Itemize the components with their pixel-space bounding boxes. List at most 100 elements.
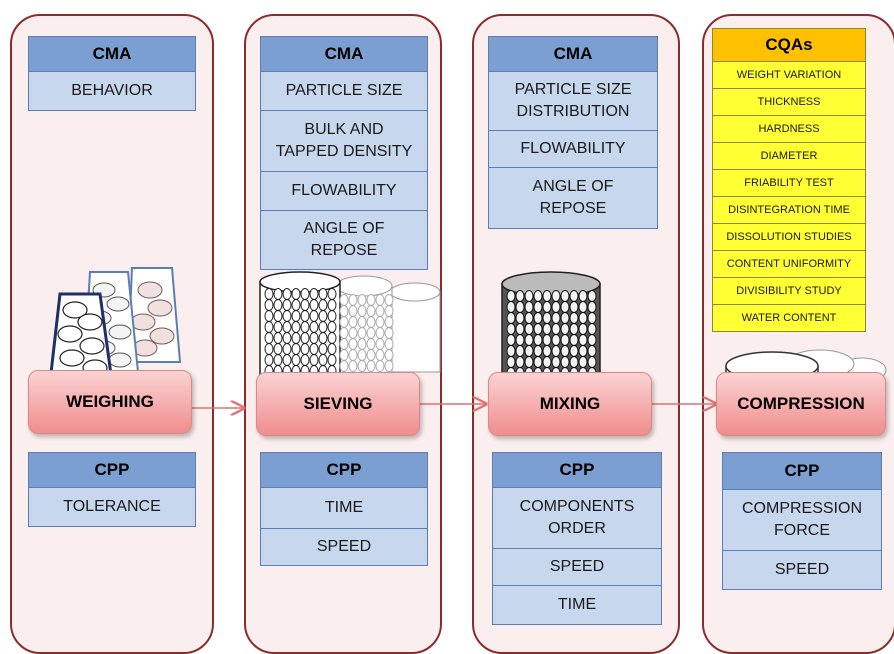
stage-compression[interactable]: COMPRESSION — [716, 372, 886, 436]
pill-icon — [542, 345, 552, 357]
pill-icon — [318, 310, 328, 322]
pill-icon — [309, 354, 319, 366]
pill-icon — [282, 288, 292, 300]
cma-item: FLOWABILITY — [261, 172, 427, 211]
pill-icon — [524, 290, 534, 302]
pill-icon — [578, 334, 588, 346]
pill-icon — [560, 356, 570, 368]
pill-icon — [264, 288, 274, 300]
cma-item: ANGLE OF REPOSE — [532, 178, 614, 217]
cpp-item: TOLERANCE — [63, 498, 161, 515]
pill-icon — [587, 334, 597, 346]
pill-icon — [578, 312, 588, 324]
pill-icon — [339, 327, 349, 339]
pill-icon — [533, 290, 543, 302]
pill-icon — [366, 327, 376, 339]
cqa-item: DIVISIBILITY STUDY — [713, 278, 865, 305]
sieving-cpp-table: CPP TIME SPEED — [260, 452, 428, 566]
pill-icon — [348, 316, 358, 328]
pill-icon — [506, 356, 516, 368]
pill-icon — [506, 345, 516, 357]
pill-icon — [375, 360, 385, 372]
pill-icon — [542, 312, 552, 324]
pill-icon — [366, 349, 376, 361]
pill-icon — [309, 310, 319, 322]
cqa-item: DISSOLUTION STUDIES — [713, 224, 865, 251]
pill-icon — [264, 321, 274, 333]
cpp-header: CPP — [261, 453, 427, 488]
pill-icon — [542, 334, 552, 346]
cqas-table: CQAs WEIGHT VARIATION THICKNESS HARDNESS… — [712, 28, 866, 332]
pill-icon — [542, 290, 552, 302]
cqa-item: WATER CONTENT — [713, 305, 865, 331]
pill-icon — [273, 310, 283, 322]
stage-weighing[interactable]: WEIGHING — [28, 370, 192, 434]
pill-icon — [273, 354, 283, 366]
pill-icon — [524, 323, 534, 335]
pill-icon — [348, 327, 358, 339]
pill-icon — [533, 356, 543, 368]
pill-icon — [318, 354, 328, 366]
stage-sieving[interactable]: SIEVING — [256, 372, 420, 436]
weighing-containers-icon — [48, 267, 182, 384]
cqa-item: THICKNESS — [713, 89, 865, 116]
pill-icon — [348, 294, 358, 306]
pill-icon — [309, 299, 319, 311]
stage-mixing[interactable]: MIXING — [488, 372, 652, 436]
pill-icon — [339, 338, 349, 350]
pill-icon — [384, 305, 394, 317]
pill-icon — [300, 332, 310, 344]
cpp-item: SPEED — [493, 549, 661, 586]
pill-icon — [339, 360, 349, 372]
cqa-item: HARDNESS — [713, 116, 865, 143]
pill-icon — [375, 338, 385, 350]
pill-icon — [366, 294, 376, 306]
cma-header: CMA — [29, 37, 195, 72]
pill-icon — [515, 301, 525, 313]
pill-icon — [375, 327, 385, 339]
pill-icon — [560, 345, 570, 357]
pill-icon — [384, 360, 394, 372]
pill-icon — [282, 354, 292, 366]
pill-icon — [515, 334, 525, 346]
pill-icon — [339, 349, 349, 361]
cqa-item: CONTENT UNIFORMITY — [713, 251, 865, 278]
cpp-item: COMPONENTS ORDER — [493, 488, 661, 549]
pill-icon — [375, 349, 385, 361]
cpp-header: CPP — [723, 453, 881, 490]
pill-icon — [291, 354, 301, 366]
pill-icon — [533, 312, 543, 324]
pill-icon — [533, 301, 543, 313]
pill-icon — [569, 345, 579, 357]
pill-icon — [348, 305, 358, 317]
pill-icon — [533, 345, 543, 357]
pill-icon — [273, 299, 283, 311]
pill-icon — [273, 343, 283, 355]
pill-icon — [384, 316, 394, 328]
pill-icon — [569, 334, 579, 346]
pill-icon — [309, 288, 319, 300]
pill-icon — [309, 332, 319, 344]
cma-header: CMA — [489, 37, 657, 72]
pill-icon — [551, 301, 561, 313]
pill-icon — [357, 294, 367, 306]
cpp-item: TIME — [557, 596, 597, 613]
pill-icon — [533, 323, 543, 335]
pill-icon — [339, 305, 349, 317]
weighing-cpp-table: CPP TOLERANCE — [28, 452, 196, 527]
pill-icon — [348, 349, 358, 361]
process-illustrations — [48, 267, 887, 640]
pill-icon — [587, 301, 597, 313]
pill-icon — [282, 343, 292, 355]
pill-icon — [515, 345, 525, 357]
pill-icon — [318, 332, 328, 344]
pill-icon — [264, 354, 274, 366]
pill-icon — [273, 288, 283, 300]
pill-icon — [375, 294, 385, 306]
pill-icon — [524, 301, 534, 313]
cma-item: FLOWABILITY — [489, 131, 657, 168]
pill-icon — [524, 334, 534, 346]
mixing-cma-table: CMA PARTICLE SIZE DISTRIBUTION FLOWABILI… — [488, 36, 658, 229]
pill-icon — [578, 323, 588, 335]
pill-icon — [384, 349, 394, 361]
